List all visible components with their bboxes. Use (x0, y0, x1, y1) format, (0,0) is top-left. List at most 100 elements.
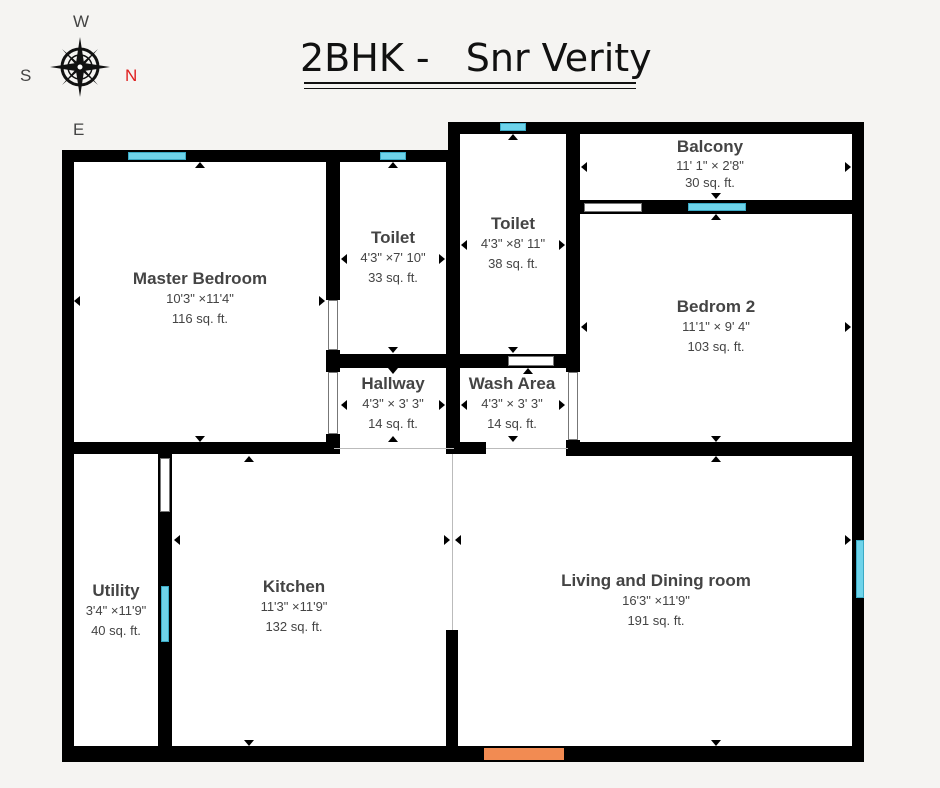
dim-marker (341, 400, 347, 410)
dim-marker (461, 240, 467, 250)
dim-marker (523, 368, 533, 374)
utility-door (160, 458, 170, 512)
wall-toilet1-bottom (326, 354, 448, 368)
dim-marker (439, 400, 445, 410)
plan-title: 2BHK - Snr Verity (300, 36, 652, 80)
wall-master-right (326, 150, 340, 300)
wall-bedroom2-bottom (566, 442, 864, 456)
room-name: Toilet (370, 228, 416, 247)
dim-marker (319, 296, 325, 306)
room-kitchen: Kitchen 11'3" ×11'9" 132 sq. ft. (224, 577, 364, 637)
wall-kitchen-right (446, 630, 458, 750)
dim-marker (711, 193, 721, 199)
dim-marker (711, 740, 721, 746)
dim-marker (461, 400, 467, 410)
room-dimensions: 4'3" × 3' 3" (362, 396, 424, 411)
room-hallway: Hallway 4'3" × 3' 3" 14 sq. ft. (343, 374, 443, 434)
dim-marker (174, 535, 180, 545)
room-dimensions: 4'3" × 3' 3" (481, 396, 543, 411)
dim-marker (711, 436, 721, 442)
wash-opening-line (486, 448, 568, 449)
dim-marker (559, 240, 565, 250)
window-toilet1 (380, 152, 406, 160)
dim-marker (341, 254, 347, 264)
balcony-door (584, 203, 642, 212)
dim-marker (388, 347, 398, 353)
dim-marker (845, 535, 851, 545)
room-dimensions: 11'3" ×11'9" (260, 599, 328, 614)
compass-west: W (73, 12, 90, 31)
room-area: 103 sq. ft. (687, 339, 745, 354)
dim-marker (559, 400, 565, 410)
wall-hall-bottom-stub (448, 442, 486, 454)
wall-toilet1-right (446, 150, 460, 454)
room-dimensions: 3'4" ×11'9" (85, 603, 147, 618)
dim-marker (711, 214, 721, 220)
dim-marker (195, 436, 205, 442)
outer-wall-bottom (62, 746, 864, 762)
room-dimensions: 10'3" ×11'4" (166, 291, 234, 306)
dim-marker (581, 162, 587, 172)
room-bedroom-2: Bedrom 2 11'1" × 9' 4" 103 sq. ft. (636, 297, 796, 357)
master-toilet-door (328, 300, 338, 350)
room-balcony: Balcony 11' 1" × 2'8" 30 sq. ft. (640, 137, 780, 191)
outer-wall-top-right (448, 122, 864, 134)
window-toilet2 (500, 123, 526, 131)
floor-left (62, 150, 452, 762)
compass-east: E (73, 120, 85, 139)
dim-marker (581, 322, 587, 332)
outer-wall-left (62, 150, 74, 762)
room-dimensions: 4'3" ×7' 10" (360, 250, 426, 265)
room-name: Wash Area (468, 374, 556, 393)
dim-marker (388, 368, 398, 374)
window-bedroom2 (688, 203, 746, 211)
main-entrance-door (484, 748, 564, 760)
dim-marker (195, 162, 205, 168)
dim-marker (845, 162, 851, 172)
hall-opening-line (334, 448, 454, 449)
kitchen-living-line (452, 454, 453, 630)
room-name: Toilet (490, 214, 536, 233)
dim-marker (845, 322, 851, 332)
room-name: Balcony (676, 137, 744, 156)
toilet2-door (508, 356, 554, 366)
dim-marker (508, 134, 518, 140)
window-living (856, 540, 864, 598)
room-area: 191 sq. ft. (627, 613, 685, 628)
wall-master-bottom (62, 442, 334, 454)
room-area: 40 sq. ft. (91, 623, 141, 638)
room-area: 14 sq. ft. (368, 416, 418, 431)
room-name: Master Bedroom (132, 269, 268, 288)
compass-rose: W S N E (15, 10, 145, 139)
wall-toilet2-right (566, 122, 580, 372)
room-area: 38 sq. ft. (488, 256, 538, 271)
compass-north: N (125, 66, 138, 85)
room-area: 30 sq. ft. (685, 175, 735, 190)
room-area: 33 sq. ft. (368, 270, 418, 285)
dim-marker (388, 162, 398, 168)
window-master (128, 152, 186, 160)
dim-marker (388, 436, 398, 442)
room-name: Living and Dining room (561, 571, 751, 590)
dim-marker (508, 347, 518, 353)
room-utility: Utility 3'4" ×11'9" 40 sq. ft. (76, 581, 156, 641)
dim-marker (455, 535, 461, 545)
compass-icon (50, 37, 110, 97)
dim-marker (444, 535, 450, 545)
room-name: Utility (92, 581, 140, 600)
dim-marker (711, 456, 721, 462)
dim-marker (244, 456, 254, 462)
room-area: 14 sq. ft. (487, 416, 537, 431)
dim-marker (508, 436, 518, 442)
dim-marker (74, 296, 80, 306)
room-dimensions: 16'3" ×11'9" (622, 593, 690, 608)
room-name: Bedrom 2 (676, 297, 756, 316)
room-living-dining: Living and Dining room 16'3" ×11'9" 191 … (546, 571, 766, 631)
room-master-bedroom: Master Bedroom 10'3" ×11'4" 116 sq. ft. (100, 269, 300, 329)
title-underline-2 (304, 88, 636, 89)
room-dimensions: 4'3" ×8' 11" (480, 236, 546, 251)
room-area: 132 sq. ft. (265, 619, 323, 634)
bedroom2-door (568, 372, 578, 440)
master-hall-door (328, 372, 338, 434)
title-underline (304, 82, 636, 84)
